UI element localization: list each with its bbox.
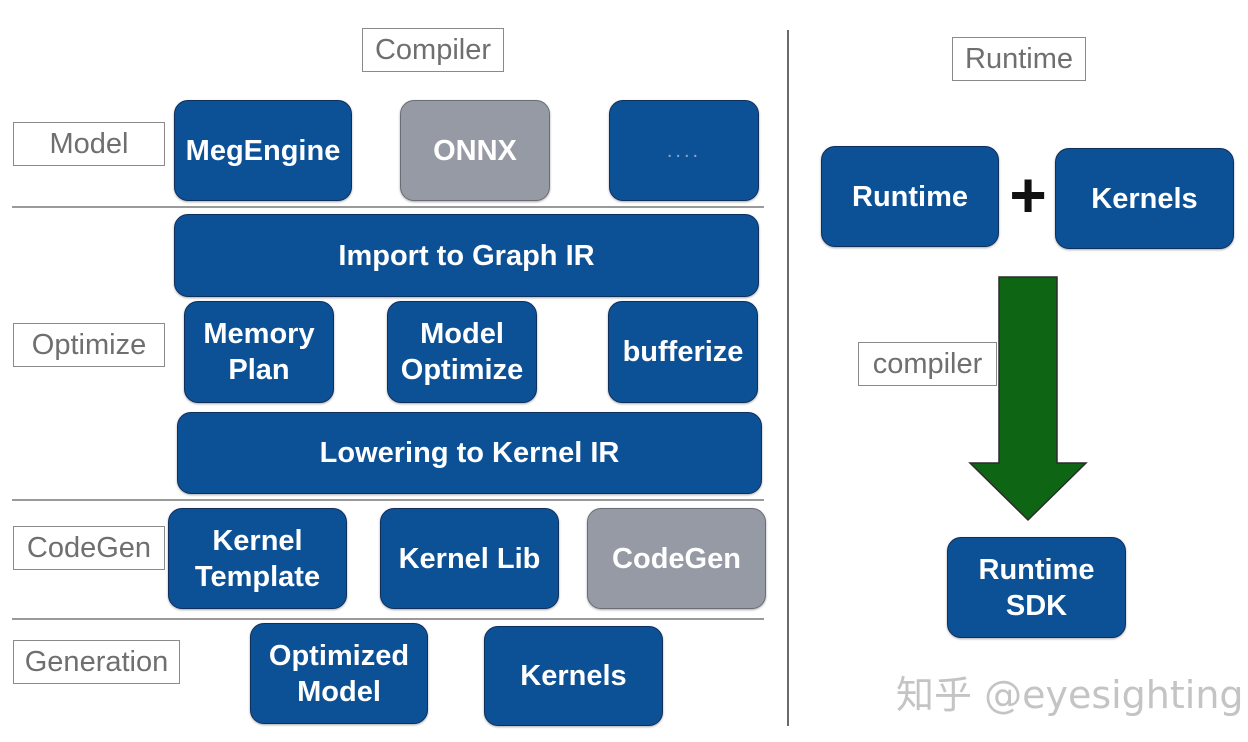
runtime-sdk-line2: SDK	[1005, 589, 1068, 622]
row-label-codegen: CodeGen	[13, 526, 165, 570]
ellipsis-text: ....	[666, 139, 702, 162]
arrow-shape	[968, 276, 1088, 522]
row-separator-codegen	[12, 618, 764, 620]
optimized-model-line2: Model	[297, 675, 381, 708]
more-models-block: ....	[609, 100, 759, 201]
row-label-generation: Generation	[13, 640, 180, 684]
plus-sign: +	[1009, 159, 1047, 231]
model-optimize-block: Model Optimize	[387, 301, 537, 403]
memory-plan-line1: Memory	[203, 318, 315, 350]
optimized-model-line1: Optimized	[268, 639, 410, 672]
memory-plan-line2: Plan	[228, 354, 290, 386]
row-label-optimize: Optimize	[13, 323, 165, 367]
lowering-kernel-ir-block: Lowering to Kernel IR	[177, 412, 762, 494]
row-label-model: Model	[13, 122, 165, 166]
optimized-model-block: Optimized Model	[250, 623, 428, 724]
runtime-kernels-block: Kernels	[1055, 148, 1234, 249]
compiler-step-label: compiler	[858, 342, 997, 386]
codegen-block: CodeGen	[587, 508, 766, 609]
down-arrow-icon	[968, 276, 1088, 522]
bufferize-block: bufferize	[608, 301, 758, 403]
compiler-header: Compiler	[362, 28, 504, 72]
watermark-text: 知乎 @eyesighting	[896, 673, 1244, 717]
kernel-template-line1: Kernel	[212, 524, 303, 557]
runtime-header: Runtime	[952, 37, 1086, 81]
runtime-sdk-block: Runtime SDK	[947, 537, 1126, 638]
megengine-block: MegEngine	[174, 100, 352, 201]
onnx-block: ONNX	[400, 100, 550, 201]
model-optimize-line1: Model	[420, 318, 504, 350]
row-separator-model	[12, 206, 764, 208]
kernel-template-line2: Template	[194, 560, 321, 593]
row-separator-optimize	[12, 499, 764, 501]
generated-kernels-block: Kernels	[484, 626, 663, 726]
column-divider	[787, 30, 789, 726]
model-optimize-line2: Optimize	[400, 354, 524, 386]
import-graph-ir-block: Import to Graph IR	[174, 214, 759, 297]
runtime-block: Runtime	[821, 146, 999, 247]
kernel-lib-block: Kernel Lib	[380, 508, 559, 609]
memory-plan-block: Memory Plan	[184, 301, 334, 403]
runtime-sdk-line1: Runtime	[978, 553, 1095, 586]
kernel-template-block: Kernel Template	[168, 508, 347, 609]
